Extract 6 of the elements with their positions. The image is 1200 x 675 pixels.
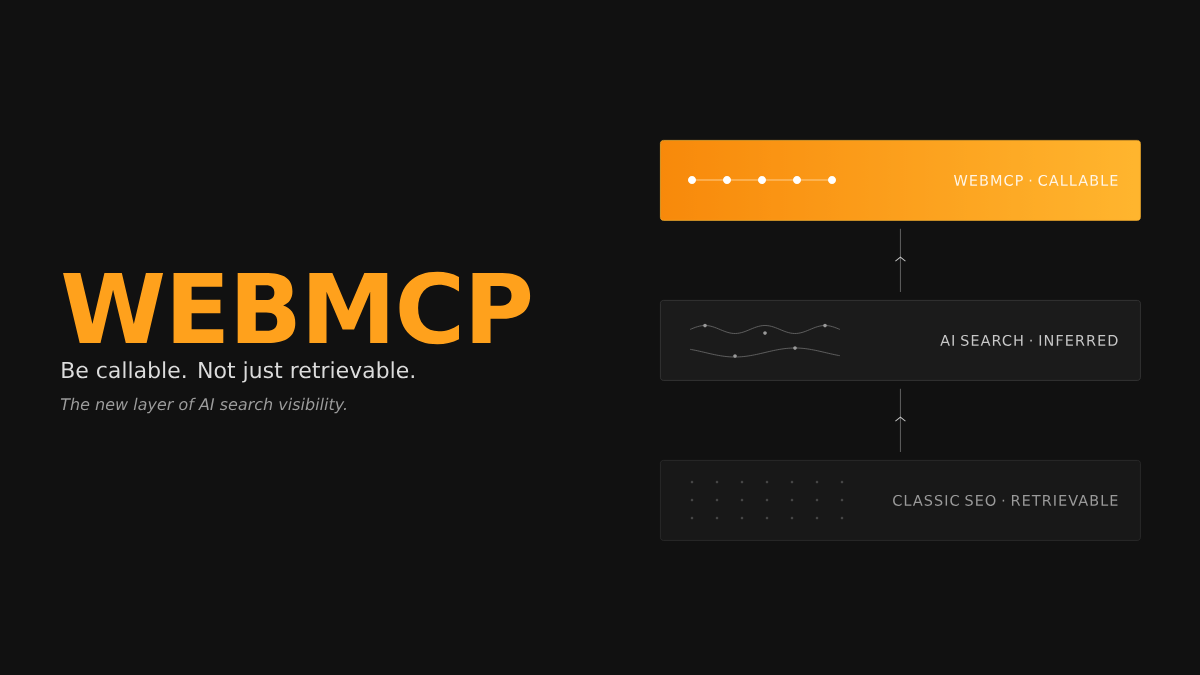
layer-box: AI SEARCH · INFERRED (660, 300, 1141, 381)
title: WEBMCP (63, 271, 531, 345)
subtitle: The new layer of AI search visibility. (60, 397, 346, 414)
tagline: Be callable. Not just retrievable. (62, 361, 414, 383)
layer-box: CLASSIC SEO · RETRIEVABLE (660, 460, 1141, 541)
layer-box: WEBMCP · CALLABLE (660, 140, 1141, 221)
